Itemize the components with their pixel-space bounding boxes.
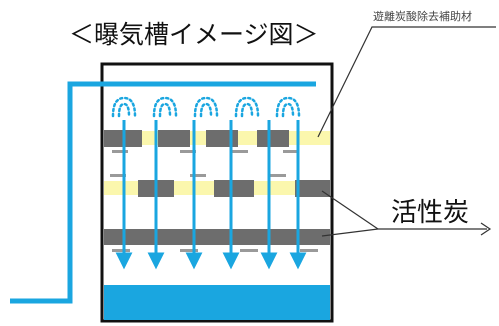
carbon-dash [283, 150, 299, 153]
activated-carbon-block [206, 130, 238, 147]
carbon-dash [190, 174, 206, 177]
down-arrow-icon [115, 120, 133, 270]
carbon-dash [180, 249, 198, 252]
activated-carbon-block [104, 229, 330, 245]
label-activated-carbon: 活性炭 [391, 198, 469, 228]
callout-activated-carbon: 活性炭 [321, 190, 492, 237]
filter-layer-1 [104, 130, 330, 153]
air-bubble-arc-icon [152, 96, 178, 118]
tank-outline [100, 62, 334, 323]
down-arrow-icon [289, 120, 307, 270]
down-arrow-icon [260, 120, 278, 270]
callout-free-chlorine-removal: 遊離炭酸除去補助材 [317, 9, 496, 138]
air-bubble-arc-icon [281, 102, 295, 118]
filter-layer-3 [104, 229, 330, 252]
carbon-dash [180, 150, 196, 153]
air-bubble-arc-icon [111, 96, 137, 118]
water-bottom [104, 285, 330, 320]
flow-arrows [115, 120, 307, 270]
inlet-pipe [10, 81, 316, 304]
filter-layer-2 [104, 174, 330, 197]
air-bubble-arc-icon [234, 96, 260, 118]
callout-leader-line [317, 26, 496, 138]
air-bubble-arc-icon [240, 102, 254, 118]
air-bubble-arc-icon [158, 102, 172, 118]
activated-carbon-block [295, 180, 330, 197]
down-arrow-icon [222, 120, 240, 270]
carbon-dash [112, 150, 128, 153]
air-bubble-arc-icon [199, 102, 213, 118]
activated-carbon-block [257, 130, 289, 147]
down-arrow-icon [147, 120, 165, 270]
diagram-title: ＜曝気槽イメージ図＞ [69, 20, 319, 49]
carbon-dash [240, 249, 258, 252]
air-bubble-arc-icon [117, 102, 131, 118]
aeration-bubbles [111, 96, 301, 118]
carbon-dash [232, 150, 248, 153]
activated-carbon-block [214, 180, 254, 197]
label-free-chlorine-removal: 遊離炭酸除去補助材 [373, 9, 472, 23]
callout-leader-line [321, 190, 379, 230]
down-arrow-icon [185, 120, 203, 270]
activated-carbon-block [158, 130, 190, 147]
carbon-dash [112, 249, 130, 252]
carbon-dash [300, 249, 318, 252]
callout-leader-line [321, 228, 379, 237]
arrow-head-icon [480, 222, 492, 236]
carbon-dash [110, 174, 126, 177]
air-bubble-arc-icon [275, 96, 301, 118]
carbon-dash [270, 174, 286, 177]
air-bubble-arc-icon [193, 96, 219, 118]
